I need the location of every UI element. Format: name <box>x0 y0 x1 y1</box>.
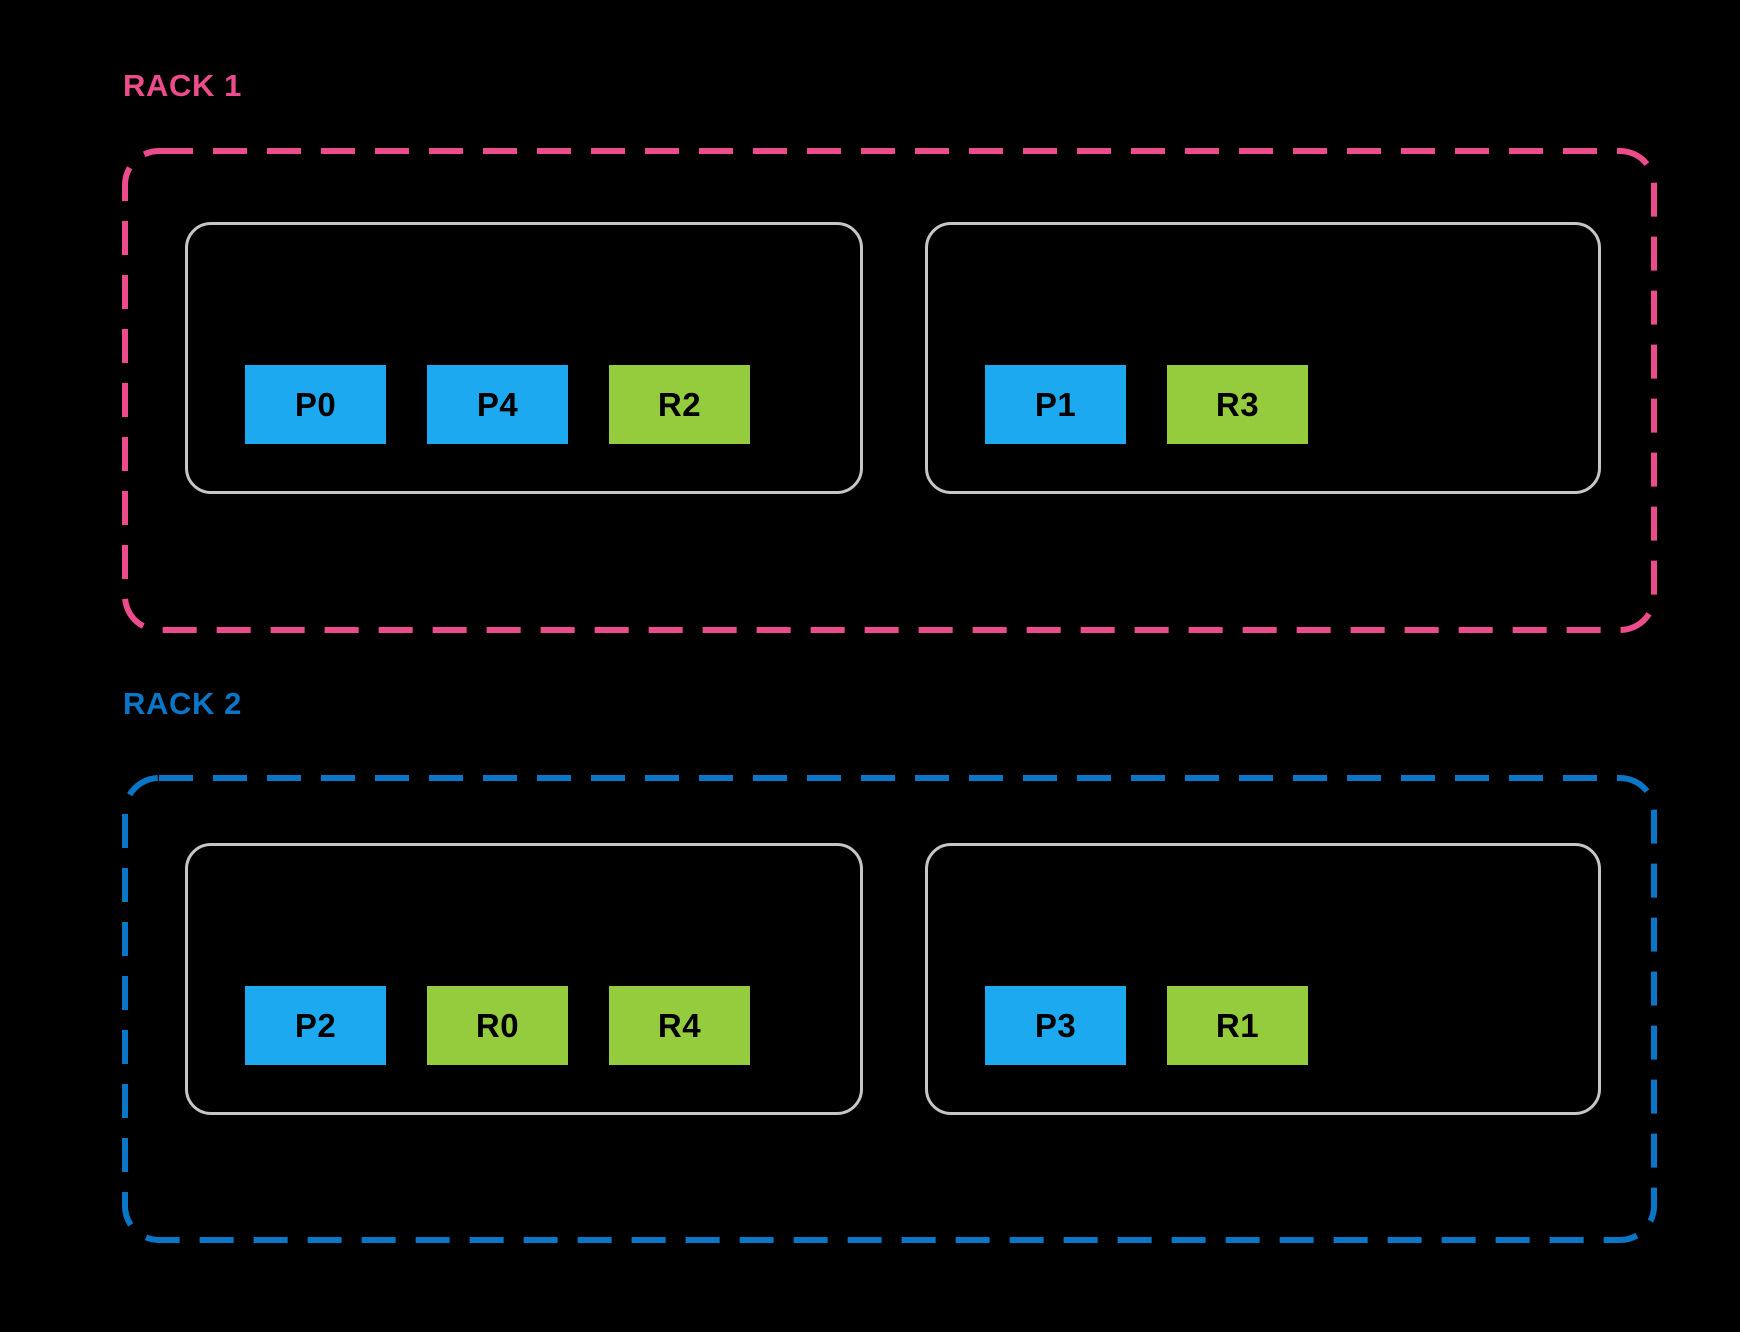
rack-1-node-2 <box>925 222 1601 494</box>
chip-r2[interactable]: R2 <box>609 365 750 444</box>
chip-r4[interactable]: R4 <box>609 986 750 1065</box>
chip-p3[interactable]: P3 <box>985 986 1126 1065</box>
chip-r1[interactable]: R1 <box>1167 986 1308 1065</box>
rack-2-dashed-outline <box>122 775 1657 1243</box>
rack-2-label: RACK 2 <box>123 686 243 721</box>
rack-2-boundary <box>122 775 1657 1243</box>
rack-1-node-2-chips: P1 R3 <box>985 365 1308 444</box>
rack-2-node-2-chips: P3 R1 <box>985 986 1308 1065</box>
rack-1-label: RACK 1 <box>123 68 243 103</box>
rack-2-node-2 <box>925 843 1601 1115</box>
chip-p2[interactable]: P2 <box>245 986 386 1065</box>
rack-1-node-1 <box>185 222 863 494</box>
chip-p1[interactable]: P1 <box>985 365 1126 444</box>
chip-p4[interactable]: P4 <box>427 365 568 444</box>
rack-2-node-1-chips: P2 R0 R4 <box>245 986 750 1065</box>
chip-r3[interactable]: R3 <box>1167 365 1308 444</box>
chip-p0[interactable]: P0 <box>245 365 386 444</box>
rack-1-boundary <box>122 148 1657 633</box>
chip-r0[interactable]: R0 <box>427 986 568 1065</box>
rack-1-dashed-outline <box>122 148 1657 633</box>
rack-2-node-1 <box>185 843 863 1115</box>
rack-1-node-1-chips: P0 P4 R2 <box>245 365 750 444</box>
